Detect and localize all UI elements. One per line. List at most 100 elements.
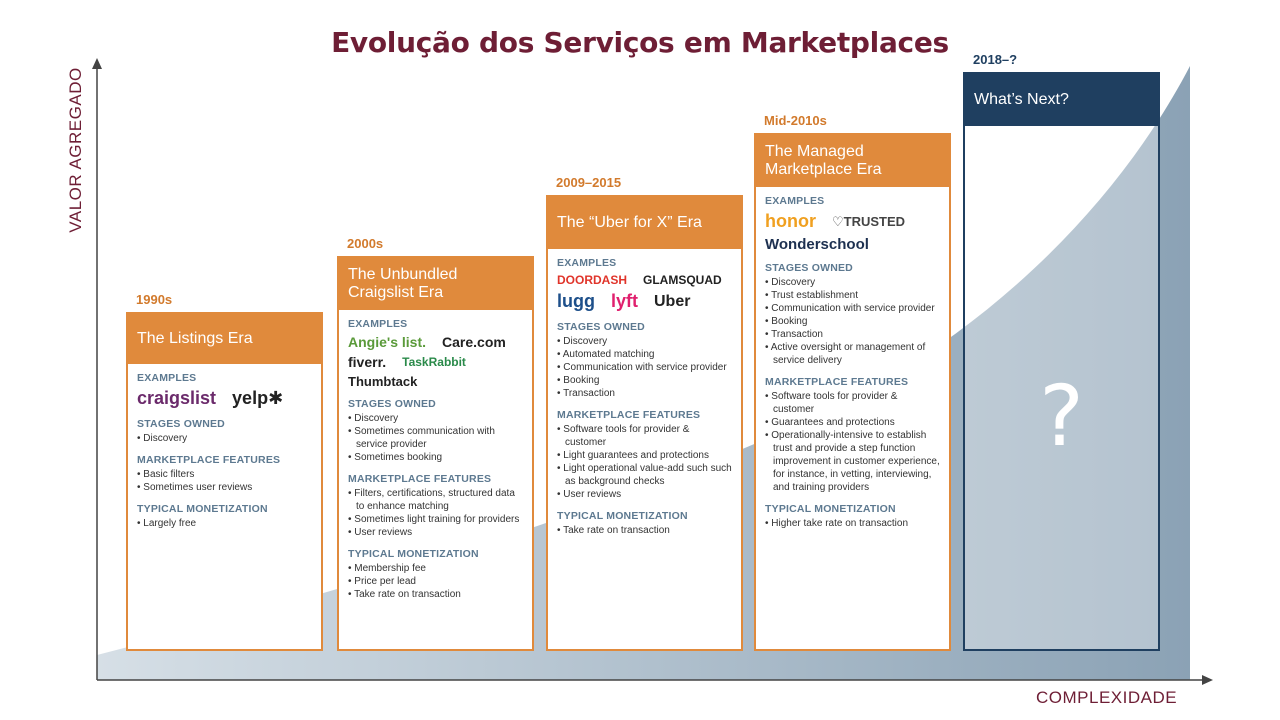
example-logo: Care.com — [442, 334, 506, 350]
section-label: TYPICAL MONETIZATION — [348, 548, 479, 560]
examples-label: EXAMPLES — [348, 318, 408, 330]
section-label: STAGES OWNED — [137, 418, 225, 430]
list-item: Filters, certifications, structured data… — [348, 487, 523, 513]
example-logo: ♡TRUSTED — [832, 213, 906, 229]
example-logo: lyft — [611, 291, 638, 311]
example-logo: Uber — [654, 292, 691, 310]
section-list: Filters, certifications, structured data… — [348, 487, 523, 539]
section-label: MARKETPLACE FEATURES — [137, 454, 281, 466]
era-period: 2018–? — [973, 52, 1018, 67]
examples-label: EXAMPLES — [137, 372, 197, 384]
era-title: What’s Next? — [965, 74, 1158, 126]
section-label: MARKETPLACE FEATURES — [557, 409, 701, 421]
section-list: Software tools for provider & customerLi… — [557, 423, 732, 501]
example-logo: DOORDASH — [557, 273, 628, 287]
list-item: Discovery — [765, 276, 940, 289]
list-item: User reviews — [557, 488, 732, 501]
list-item: Automated matching — [557, 348, 732, 361]
page-title: Evolução dos Serviços em Marketplaces — [331, 26, 949, 59]
list-item: Software tools for provider & customer — [557, 423, 732, 449]
example-logo: craigslist — [137, 388, 217, 408]
examples-label: EXAMPLES — [557, 257, 617, 269]
list-item: Take rate on transaction — [348, 588, 523, 601]
list-item: Higher take rate on transaction — [765, 517, 940, 530]
era-title: The Unbundled Craigslist Era — [339, 258, 532, 310]
x-axis-arrow — [1202, 675, 1213, 685]
section-list: Software tools for provider & customerGu… — [765, 390, 940, 494]
list-item: User reviews — [348, 526, 523, 539]
list-item: Transaction — [557, 387, 732, 400]
era-period: 2000s — [347, 236, 384, 251]
example-logo: fiverr. — [348, 354, 387, 370]
list-item: Price per lead — [348, 575, 523, 588]
era-card-next: 2018–? What’s Next? ? — [963, 52, 1160, 651]
list-item: Sometimes user reviews — [137, 481, 312, 494]
era-period: 1990s — [136, 292, 173, 307]
y-axis-arrow — [92, 58, 102, 69]
era-period: 2009–2015 — [556, 175, 622, 190]
example-logos: craigslist yelp✱ — [137, 388, 312, 409]
list-item: Transaction — [765, 328, 940, 341]
list-item: Booking — [557, 374, 732, 387]
list-item: Light operational value-add such such as… — [557, 462, 732, 488]
era-title: The Listings Era — [128, 314, 321, 364]
list-item: Communication with service provider — [557, 361, 732, 374]
list-item: Operationally-intensive to establish tru… — [765, 429, 940, 494]
list-item: Membership fee — [348, 562, 523, 575]
example-logo: GLAMSQUAD — [643, 273, 722, 287]
example-logo: lugg — [557, 291, 595, 311]
era-title: The Managed Marketplace Era — [756, 135, 949, 187]
x-axis-label: COMPLEXIDADE — [1036, 688, 1178, 707]
list-item: Sometimes light training for providers — [348, 513, 523, 526]
example-logo: Wonderschool — [765, 236, 869, 253]
list-item: Trust establishment — [765, 289, 940, 302]
section-list: DiscoveryTrust establishmentCommunicatio… — [765, 276, 940, 367]
list-item: Software tools for provider & customer — [765, 390, 940, 416]
list-item: Guarantees and protections — [765, 416, 940, 429]
list-item: Basic filters — [137, 468, 312, 481]
section-list: Membership feePrice per leadTake rate on… — [348, 562, 523, 601]
list-item: Largely free — [137, 517, 312, 530]
section-label: MARKETPLACE FEATURES — [765, 376, 909, 388]
era-body: EXAMPLES craigslist yelp✱ STAGES OWNED Disco… — [128, 364, 321, 530]
example-logo: Angie's list. — [348, 334, 427, 350]
section-list: Discovery — [137, 432, 312, 445]
section-label: TYPICAL MONETIZATION — [137, 503, 268, 515]
list-item: Discovery — [137, 432, 312, 445]
section-label: STAGES OWNED — [765, 262, 853, 274]
question-mark-icon: ? — [1039, 367, 1084, 465]
era-period: Mid-2010s — [764, 113, 827, 128]
section-list: Higher take rate on transaction — [765, 517, 940, 530]
section-label: MARKETPLACE FEATURES — [348, 473, 492, 485]
list-item: Sometimes communication with service pro… — [348, 425, 523, 451]
list-item: Booking — [765, 315, 940, 328]
section-list: Largely free — [137, 517, 312, 530]
list-item: Communication with service provider — [765, 302, 940, 315]
era-title: The “Uber for X” Era — [548, 197, 741, 249]
section-label: STAGES OWNED — [557, 321, 645, 333]
list-item: Active oversight or management of servic… — [765, 341, 940, 367]
example-logo: Thumbtack — [348, 374, 418, 389]
example-logo: TaskRabbit — [402, 355, 466, 369]
example-logo: yelp✱ — [232, 388, 284, 408]
section-list: Basic filtersSometimes user reviews — [137, 468, 312, 494]
list-item: Discovery — [348, 412, 523, 425]
section-list: DiscoveryAutomated matchingCommunication… — [557, 335, 732, 400]
section-list: Take rate on transaction — [557, 524, 732, 537]
list-item: Sometimes booking — [348, 451, 523, 464]
section-label: TYPICAL MONETIZATION — [765, 503, 896, 515]
section-label: STAGES OWNED — [348, 398, 436, 410]
list-item: Discovery — [557, 335, 732, 348]
y-axis-label: VALOR AGREGADO — [66, 67, 85, 233]
section-label: TYPICAL MONETIZATION — [557, 510, 688, 522]
example-logos: DOORDASH GLAMSQUAD lugg lyft Uber — [557, 273, 732, 312]
section-list: DiscoverySometimes communication with se… — [348, 412, 523, 464]
